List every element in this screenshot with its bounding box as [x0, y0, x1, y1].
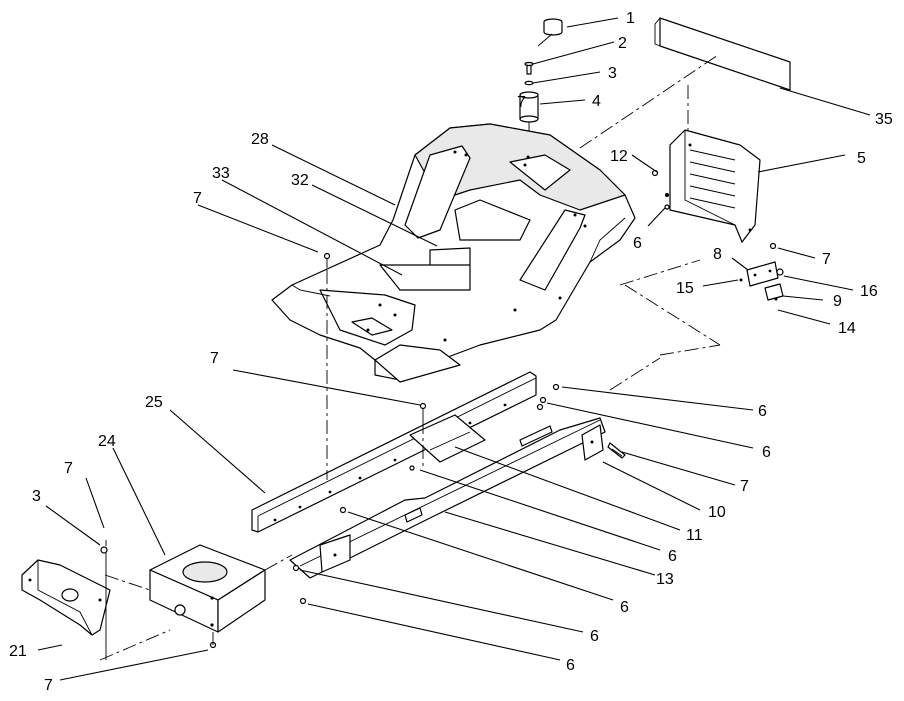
callout-28: 28	[251, 131, 269, 148]
callout-6: 6	[590, 628, 599, 645]
part-35-rear-bar	[654, 17, 791, 91]
callout-6: 6	[758, 403, 767, 420]
callout-6: 6	[620, 599, 629, 616]
part-13-cross-member	[319, 534, 351, 573]
parts-1-4-knob-stack	[519, 18, 563, 160]
callout-labels: 1 2 3 4 7 35 28 33 32 7 12 5 6 7 8 16 15…	[9, 10, 893, 694]
part-24-seat-plate	[149, 544, 266, 633]
part-25-frame-rail	[251, 371, 537, 533]
callout-33: 33	[212, 165, 230, 182]
callout-13: 13	[656, 571, 674, 588]
callout-2: 2	[618, 35, 627, 52]
callout-10: 10	[708, 504, 726, 521]
callout-5: 5	[857, 150, 866, 167]
callout-1: 1	[626, 10, 635, 27]
callout-7: 7	[44, 677, 53, 694]
callout-6: 6	[633, 235, 642, 252]
callout-4: 4	[592, 93, 601, 110]
callout-7: 7	[64, 460, 73, 477]
callout-15: 15	[676, 280, 694, 297]
part-10-bracket	[581, 424, 626, 461]
callout-6: 6	[668, 548, 677, 565]
callout-7: 7	[517, 94, 526, 111]
callout-24: 24	[98, 433, 116, 450]
callout-9: 9	[833, 293, 842, 310]
callout-7: 7	[740, 478, 749, 495]
callout-7: 7	[822, 251, 831, 268]
callout-6: 6	[762, 444, 771, 461]
callout-6: 6	[566, 657, 575, 674]
part-28-fender-body	[271, 123, 636, 383]
hardware	[100, 169, 777, 649]
callout-11: 11	[686, 527, 703, 544]
callout-14: 14	[838, 320, 856, 337]
part-21-front-bracket	[21, 547, 111, 660]
callout-3: 3	[32, 488, 41, 505]
callout-7: 7	[193, 190, 202, 207]
callout-8: 8	[713, 246, 722, 263]
leader-lines	[37, 17, 871, 681]
callout-21: 21	[9, 643, 27, 660]
callout-32: 32	[291, 172, 309, 189]
part-5-seat-bracket	[665, 85, 761, 243]
alignment-lines	[99, 54, 721, 661]
fender-mounting-holes	[366, 150, 587, 342]
callout-12: 12	[610, 148, 628, 165]
rail-holes	[273, 403, 507, 522]
callout-25: 25	[145, 394, 163, 411]
callout-16: 16	[860, 283, 878, 300]
callout-35: 35	[875, 111, 893, 128]
part-8-switch-bracket	[739, 261, 784, 301]
callout-7: 7	[210, 350, 219, 367]
callout-3: 3	[608, 65, 617, 82]
